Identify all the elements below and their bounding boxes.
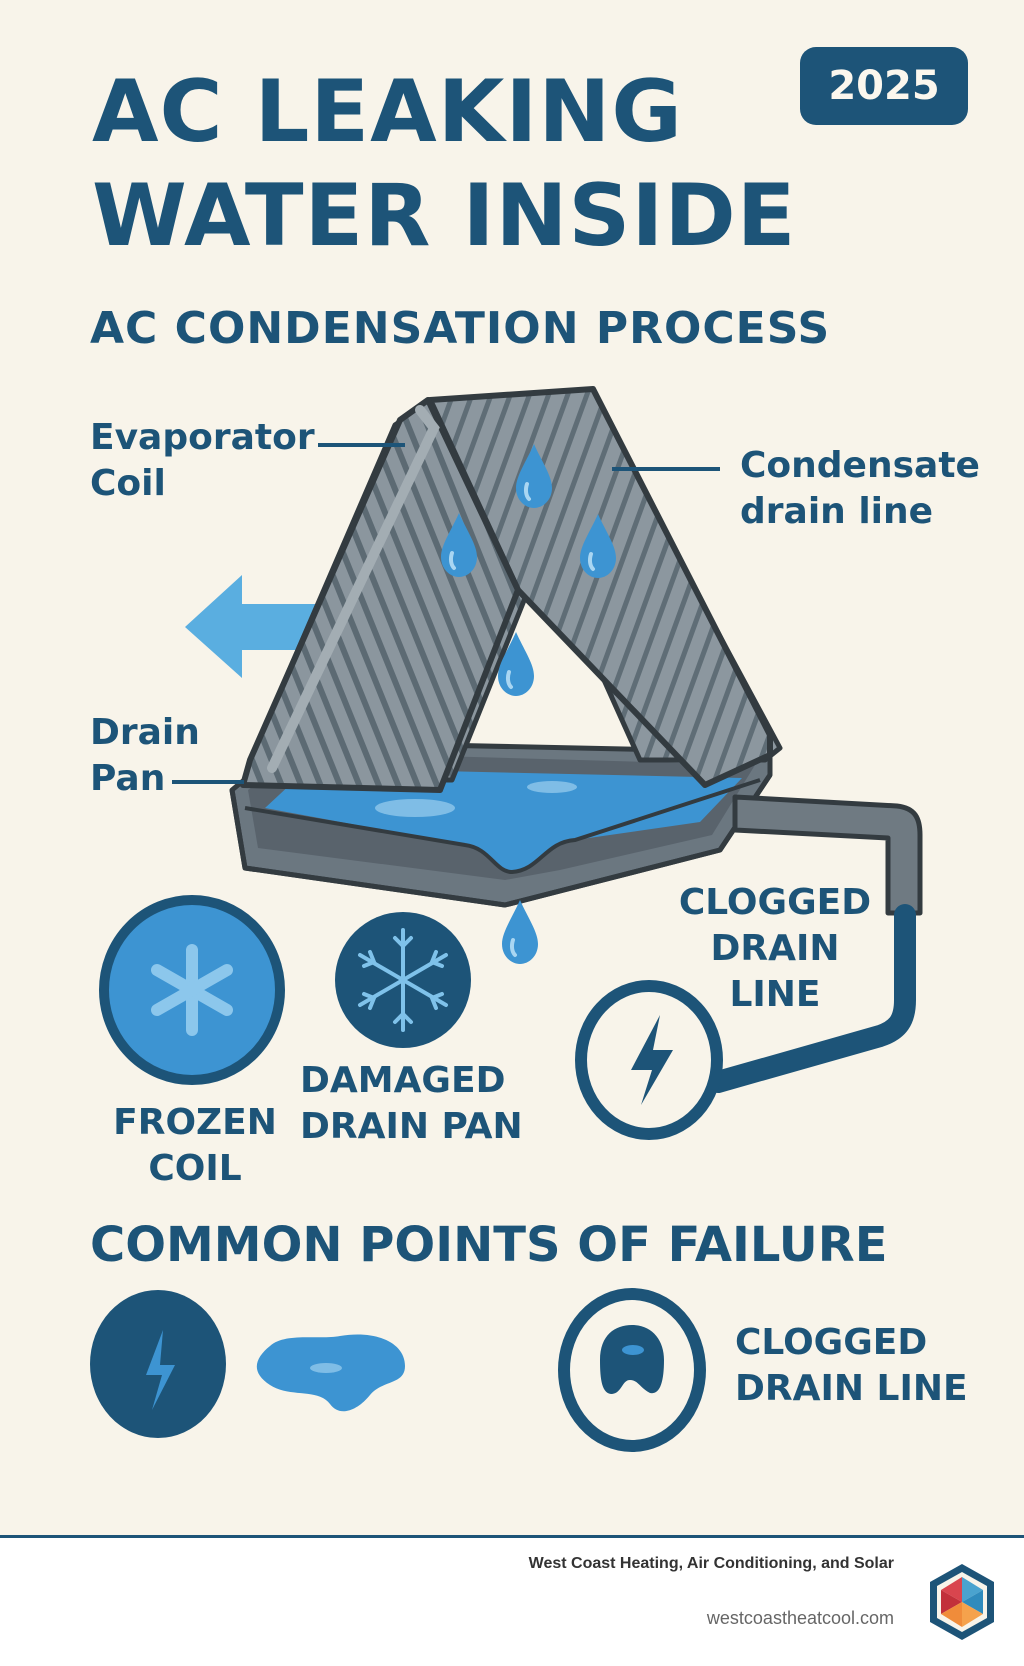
footer-divider [0, 1535, 1024, 1538]
condensation-heading: AC CONDENSATION PROCESS [90, 303, 831, 354]
water-drop-icon [500, 898, 540, 966]
drain-pan-label: Drain Pan [90, 712, 200, 799]
failure-water-puddle-icon [256, 1334, 405, 1412]
damaged-drain-pan-label: DAMAGED DRAIN PAN [300, 1060, 523, 1147]
condensation-diagram [90, 386, 923, 1452]
clogged-drain-line-label: CLOGGED DRAIN LINE [678, 882, 872, 1015]
footer [0, 1538, 1024, 1666]
failure-heading: COMMON POINTS OF FAILURE [90, 1217, 888, 1273]
footer-company-name: West Coast Heating, Air Conditioning, an… [528, 1555, 894, 1572]
company-logo-icon [930, 1564, 994, 1640]
failure-lightning-icon [90, 1290, 226, 1438]
year-badge: 2025 [800, 47, 968, 125]
airflow-arrow-icon [185, 575, 320, 678]
lightning-circle-icon [575, 980, 723, 1140]
failure-clog-icon [558, 1288, 706, 1452]
frozen-coil-label: FROZEN COIL [113, 1102, 277, 1189]
title-line-1: AC LEAKING [92, 62, 683, 162]
page-title: AC LEAKING WATER INSIDE [92, 60, 797, 268]
condensate-drain-line-label: Condensate drain line [740, 445, 980, 532]
title-line-2: WATER INSIDE [92, 166, 797, 266]
failure-clogged-drain-line-label: CLOGGED DRAIN LINE [735, 1322, 968, 1409]
frozen-coil-snowflake-icon [99, 895, 285, 1085]
evaporator-coil-icon [240, 386, 783, 793]
drain-pipe-icon [707, 794, 923, 1093]
footer-website-link[interactable]: westcoastheatcool.com [706, 1608, 894, 1628]
damaged-drain-pan-snowflake-icon [335, 912, 471, 1048]
evaporator-coil-label: Evaporator Coil [90, 417, 315, 504]
